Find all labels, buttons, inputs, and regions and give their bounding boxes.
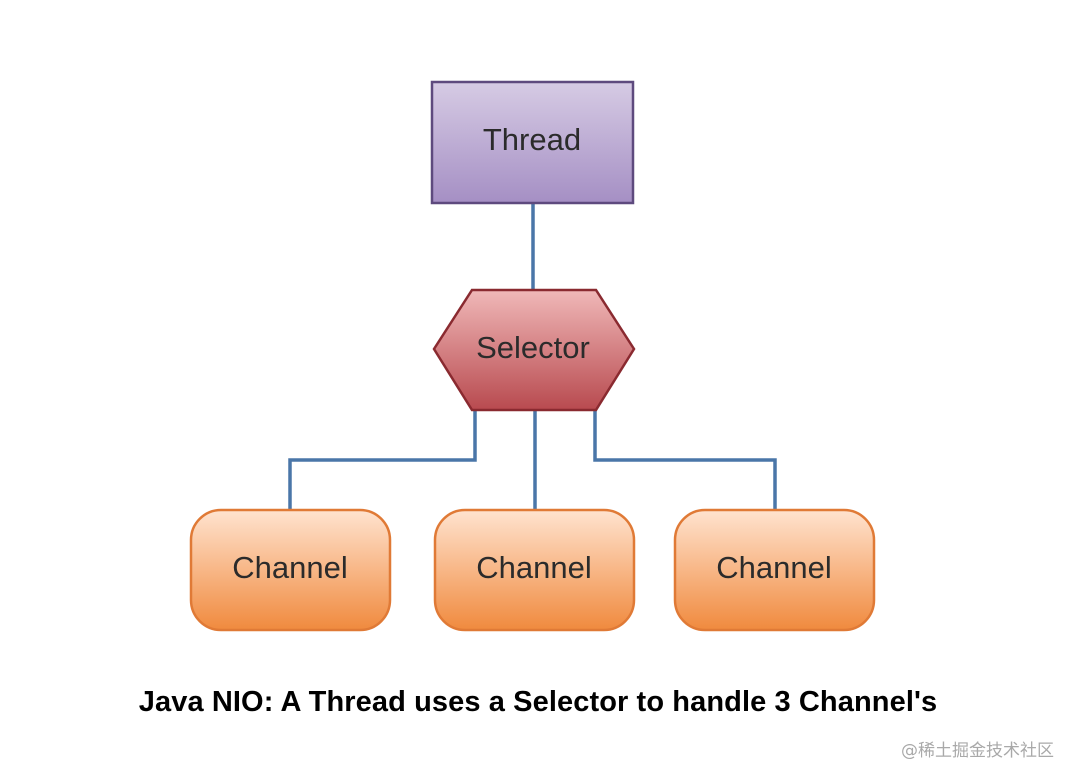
channel-label: Channel (232, 550, 347, 585)
selector-label: Selector (476, 330, 590, 365)
channel-node: Channel (189, 508, 392, 632)
channel-node: Channel (673, 508, 876, 632)
channel-label: Channel (716, 550, 831, 585)
thread-node: Thread (430, 80, 635, 205)
selector-node: Selector (432, 288, 636, 412)
diagram-caption: Java NIO: A Thread uses a Selector to ha… (138, 686, 938, 718)
watermark: @稀土掘金技术社区 (901, 741, 1054, 761)
connectors (288, 203, 777, 510)
channel-node: Channel (433, 508, 636, 632)
channel-label: Channel (476, 550, 591, 585)
connector-selector-channel-3 (593, 410, 777, 510)
thread-label: Thread (483, 122, 581, 157)
connector-selector-channel-1 (288, 410, 477, 510)
